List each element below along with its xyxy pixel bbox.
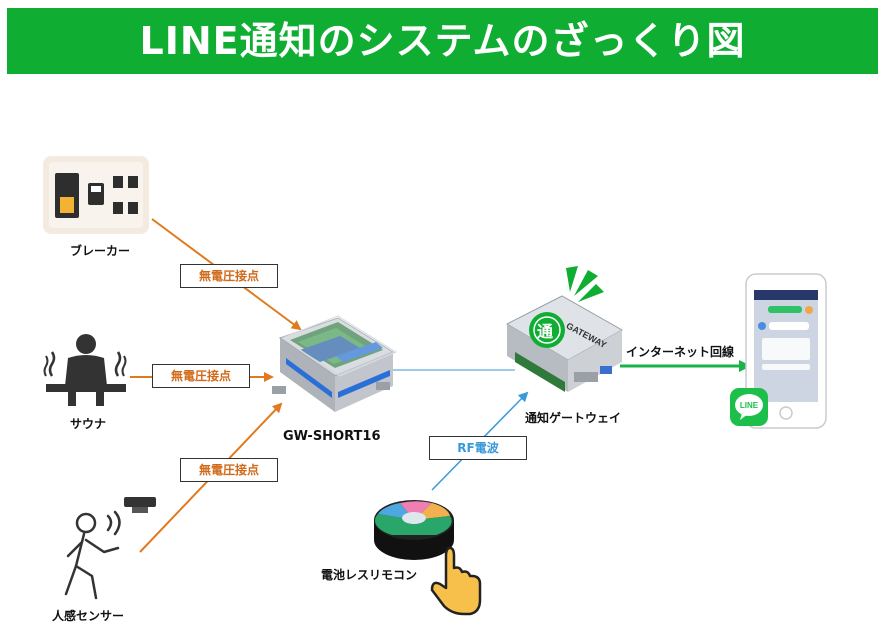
gw-short16-label: GW-SHORT16 xyxy=(283,429,381,444)
breaker-icon xyxy=(43,156,149,234)
hand-pointer-icon xyxy=(430,546,482,616)
page-title: LINE通知のシステムのざっくり図 xyxy=(139,19,746,63)
dry-contact-box-sauna: 無電圧接点 xyxy=(152,364,250,388)
rf-radio-box: RF電波 xyxy=(429,436,527,460)
line-app-text: LINE xyxy=(740,401,759,410)
dry-contact-box-breaker: 無電圧接点 xyxy=(180,264,278,288)
sauna-icon xyxy=(43,334,127,406)
motion-sensor-icon xyxy=(64,497,156,600)
gw-short16-icon xyxy=(272,315,398,412)
title-banner: LINE通知のシステムのざっくり図 xyxy=(7,8,878,74)
battery-less-remote-icon xyxy=(374,500,454,560)
notification-gateway-icon xyxy=(505,256,624,392)
breaker-label: ブレーカー xyxy=(70,244,131,258)
line-app-icon: LINE xyxy=(730,388,768,426)
gateway-label: 通知ゲートウェイ xyxy=(525,411,622,425)
gateway-kanji-text: 通 xyxy=(537,322,553,341)
remote-label: 電池レスリモコン xyxy=(321,568,418,582)
smartphone-icon xyxy=(745,273,827,429)
internet-label: インターネット回線 xyxy=(626,345,735,359)
dry-contact-box-sensor: 無電圧接点 xyxy=(180,458,278,482)
sauna-label: サウナ xyxy=(70,417,107,431)
motion-sensor-label: 人感センサー xyxy=(52,609,125,623)
